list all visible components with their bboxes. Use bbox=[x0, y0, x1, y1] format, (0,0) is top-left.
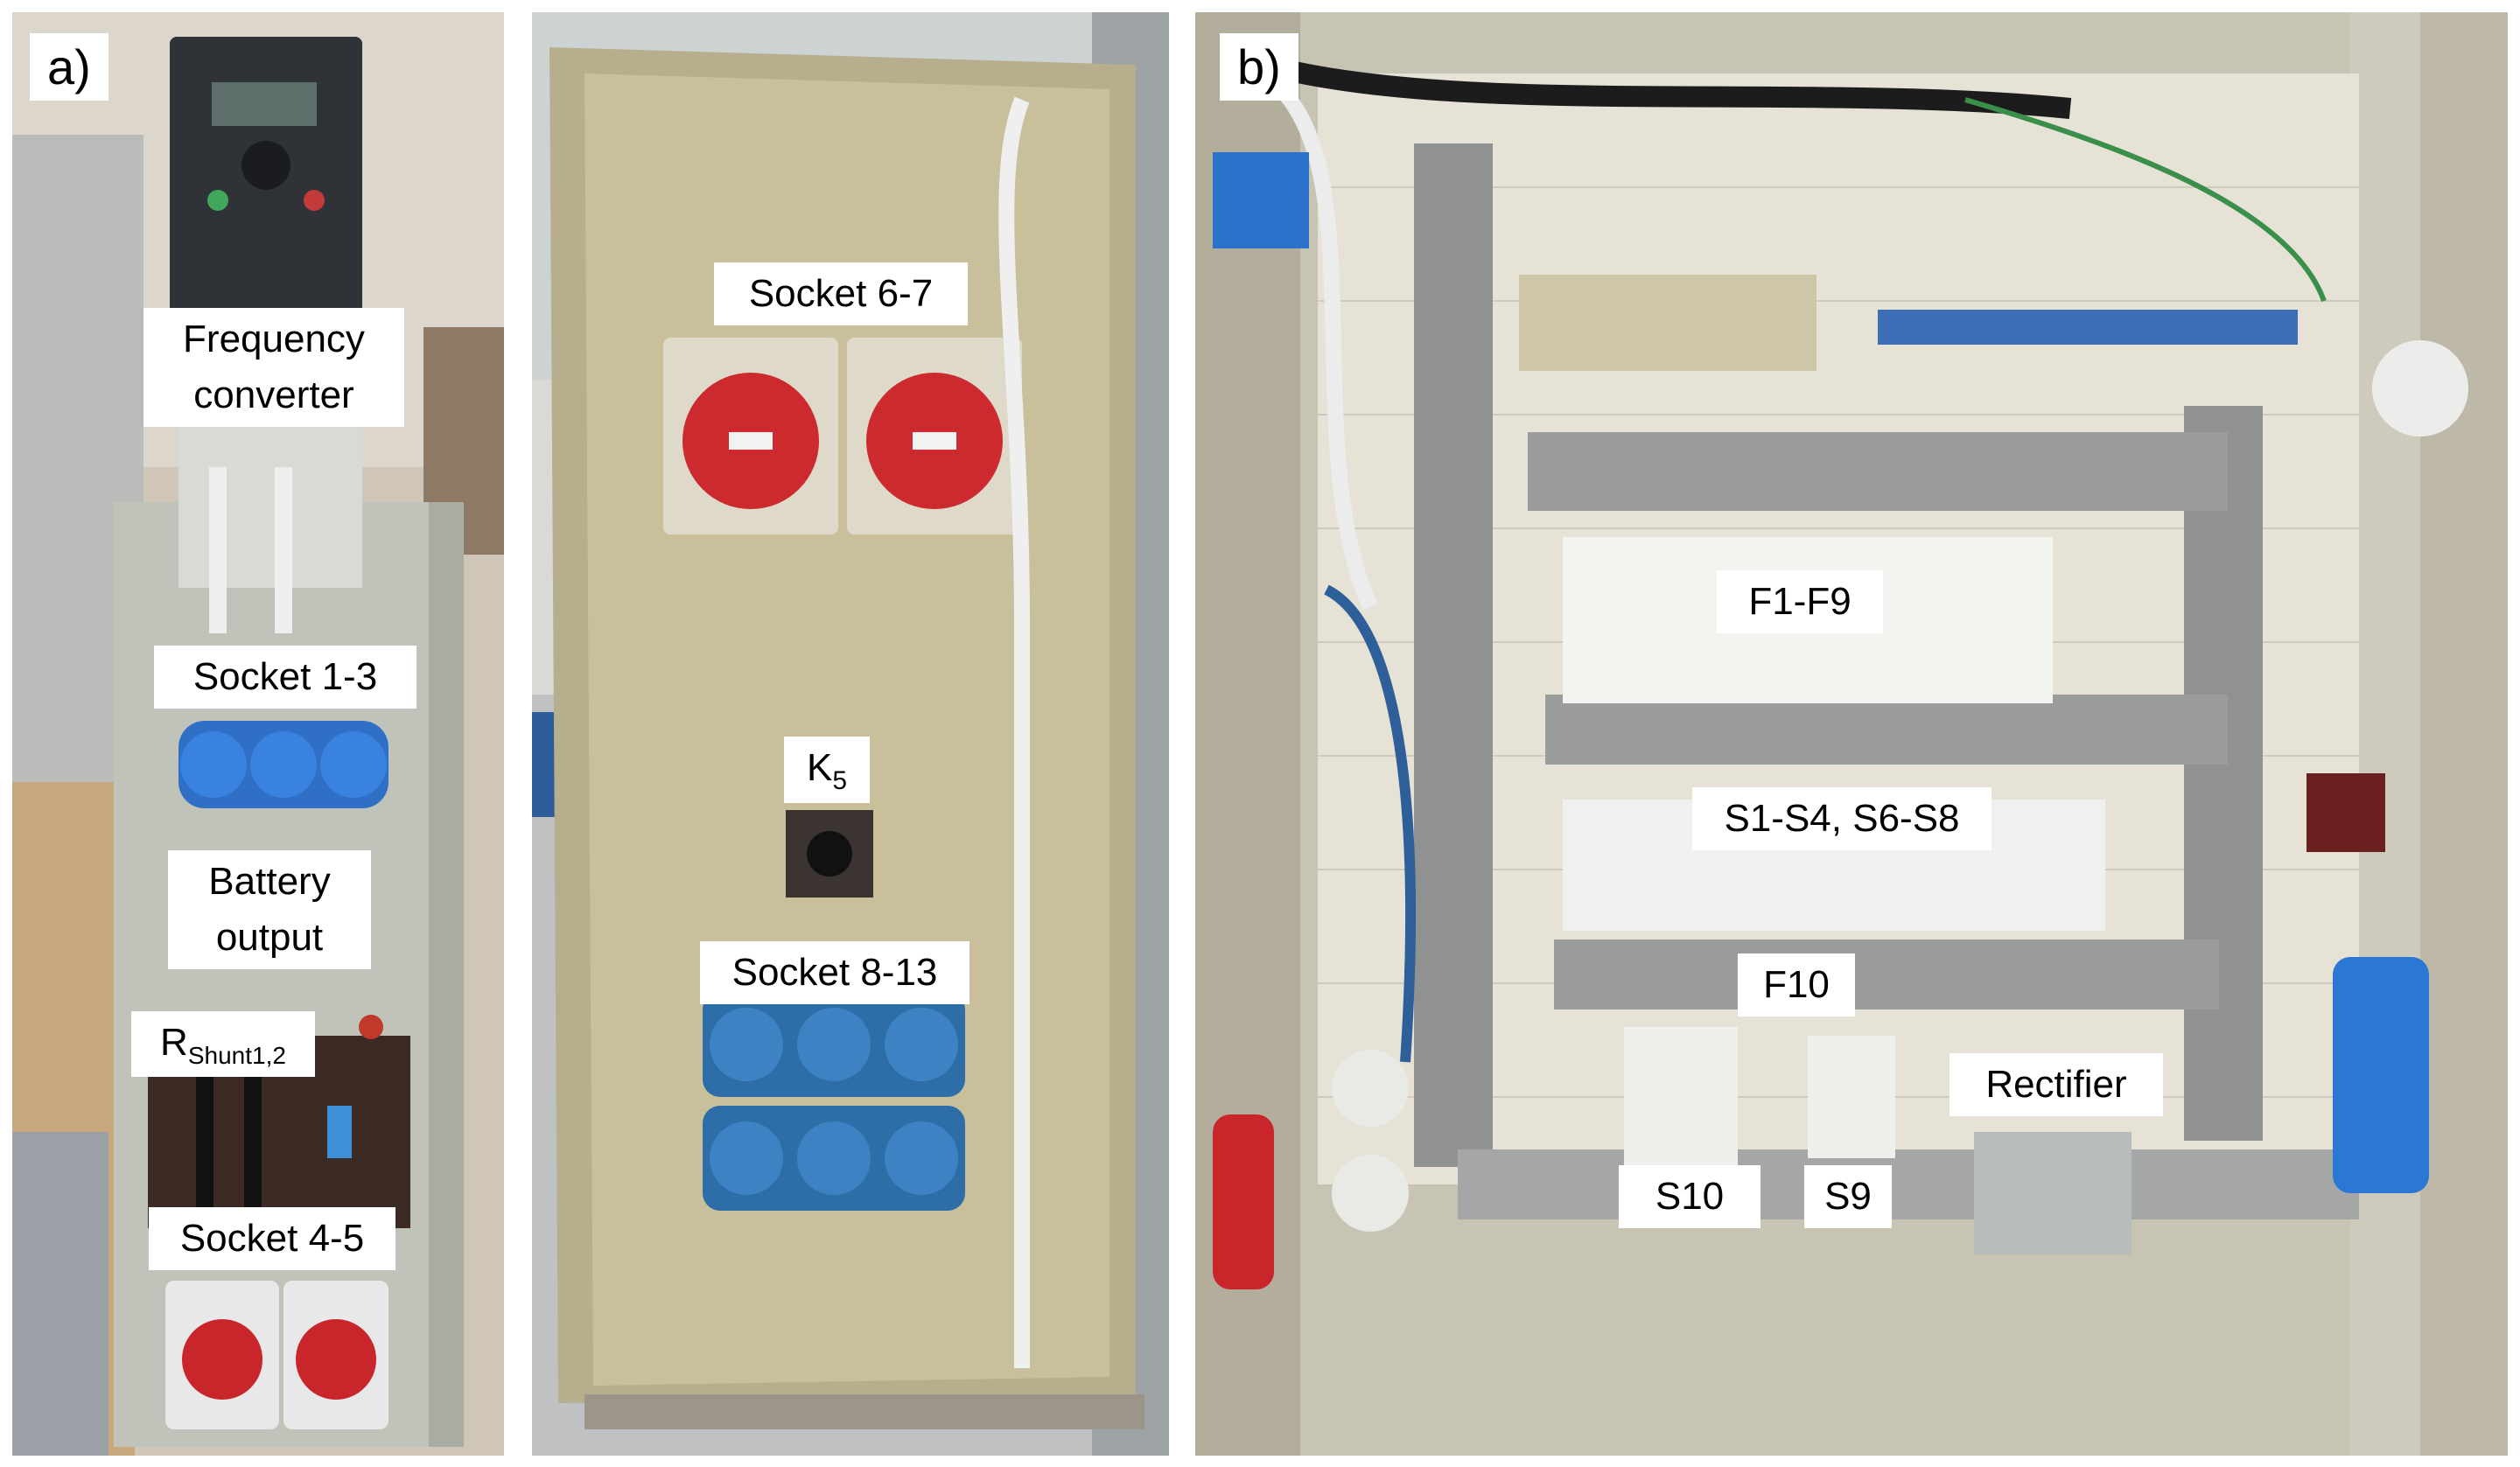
label-socket-6-7: Socket 6-7 bbox=[714, 262, 968, 325]
label-s9: S9 bbox=[1804, 1165, 1892, 1228]
photo-a-left-scene bbox=[12, 12, 504, 1456]
label-rshunt-sub: Shunt1,2 bbox=[187, 1041, 286, 1069]
label-k5: K5 bbox=[784, 737, 870, 804]
label-frequency-converter: Frequency converter bbox=[144, 308, 404, 427]
panel-a-label: a) bbox=[30, 33, 108, 101]
label-f10: F10 bbox=[1738, 954, 1855, 1016]
label-battery-output: Battery output bbox=[168, 850, 371, 969]
label-rshunt: RShunt1,2 bbox=[131, 1011, 315, 1078]
label-rectifier: Rectifier bbox=[1950, 1053, 2163, 1116]
photo-a-mid bbox=[532, 12, 1169, 1456]
label-rshunt-main: R bbox=[160, 1021, 188, 1064]
photo-a-mid-scene bbox=[532, 12, 1169, 1456]
photo-b-scene bbox=[1195, 12, 2508, 1456]
label-f1-f9: F1-F9 bbox=[1717, 570, 1883, 633]
label-battery-output-line1: Battery bbox=[208, 860, 331, 903]
label-socket-8-13: Socket 8-13 bbox=[700, 941, 970, 1004]
panel-b-label: b) bbox=[1220, 33, 1298, 101]
label-socket-4-5: Socket 4-5 bbox=[149, 1207, 396, 1270]
label-k5-sub: 5 bbox=[832, 765, 848, 795]
label-frequency-converter-line2: converter bbox=[193, 373, 354, 416]
photo-b bbox=[1195, 12, 2508, 1456]
label-s10: S10 bbox=[1619, 1165, 1760, 1228]
label-battery-output-line2: output bbox=[215, 915, 324, 959]
label-k5-main: K bbox=[806, 746, 833, 789]
label-frequency-converter-line1: Frequency bbox=[183, 318, 365, 360]
photo-a-left bbox=[12, 12, 504, 1456]
label-socket-1-3: Socket 1-3 bbox=[154, 646, 416, 709]
label-s1-s4-s6-s8: S1-S4, S6-S8 bbox=[1692, 787, 1992, 850]
